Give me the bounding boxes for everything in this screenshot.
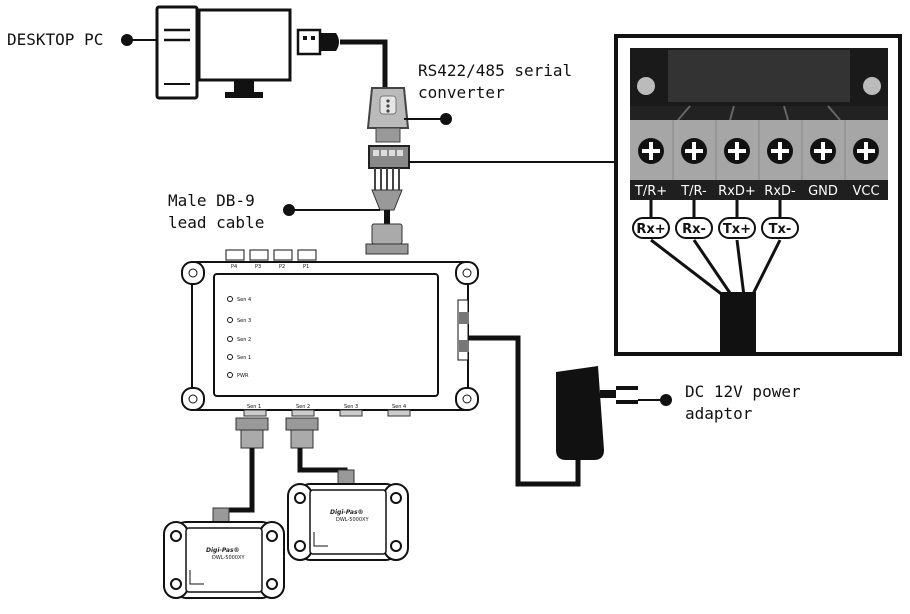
terminal-pin-label: T/R+: [634, 184, 667, 199]
top-port-label: P3: [255, 264, 261, 270]
terminal-pin-label: GND: [808, 184, 838, 199]
sensor-brand: Digi-Pas®: [206, 547, 240, 554]
wire-tag: Tx-: [761, 217, 799, 239]
terminal-screw-icon: [638, 138, 664, 164]
wire-signal-label: Tx+: [723, 222, 751, 237]
sensor-port-label: Sen 3: [344, 404, 358, 410]
indicator-label: Sen 2: [237, 337, 251, 343]
indicator-label: Sen 4: [237, 297, 251, 303]
terminal-pin-label: RxD-: [764, 184, 796, 199]
top-port-label: P1: [303, 264, 309, 270]
indicator-label: Sen 1: [237, 355, 251, 361]
terminal-pin-label: VCC: [852, 184, 879, 199]
indicator-label: Sen 3: [237, 318, 251, 324]
inclinometer-sensor: Digi-Pas® DWL-5000XY: [163, 507, 285, 599]
terminal-pin-label: RxD+: [718, 184, 756, 199]
db9-connector: [365, 223, 409, 255]
sensor-hub: [181, 261, 479, 411]
terminal-screw-icon: [681, 138, 707, 164]
hub-indicators: Sen 4 Sen 3 Sen 2 Sen 1 PWR: [227, 296, 251, 379]
wire-tag: Rx-: [675, 217, 713, 239]
sensor-port-label: Sen 2: [296, 404, 310, 410]
indicator-label: PWR: [237, 373, 249, 379]
wire-signal-label: Tx-: [769, 222, 792, 237]
wire-signal-label: Rx+: [636, 222, 665, 237]
wire-tag: Rx+: [632, 217, 670, 239]
usb-cable: [340, 39, 388, 88]
wire-signal-label: Rx-: [682, 222, 706, 237]
lead-cable-label: Male DB-9 lead cable: [168, 191, 265, 232]
serial-converter: [366, 87, 410, 211]
desktop-pc-icon: [155, 5, 292, 100]
hub-top-ports: P4 P3 P2 P1: [225, 249, 317, 270]
top-port-label: P2: [279, 264, 285, 270]
wire-tag: Tx+: [718, 217, 756, 239]
top-port-label: P4: [231, 264, 237, 270]
callout-leader: [283, 204, 380, 216]
sensor-port-label: Sen 1: [247, 404, 261, 410]
terminal-screw-icon: [724, 138, 750, 164]
terminal-screw-icon: [767, 138, 793, 164]
callout-leader: [121, 34, 157, 46]
terminal-block-zoom: T/R+ T/R- RxD+ RxD- GND VCC Rx+ Rx- Tx+ …: [614, 34, 902, 356]
callout-leader: [638, 394, 672, 406]
callout-leader: [404, 113, 452, 125]
sensor-port-label: Sen 4: [392, 404, 406, 410]
converter-label: RS422/485 serial converter: [418, 61, 573, 102]
sensor-brand: Digi-Pas®: [330, 509, 364, 516]
hub-bottom-ports: Sen 1 Sen 2 Sen 3 Sen 4: [235, 404, 411, 449]
sensor-model: DWL-5000XY: [336, 517, 369, 523]
power-adaptor-icon: [556, 366, 638, 460]
desktop-pc-label: DESKTOP PC: [7, 30, 104, 49]
terminal-pin-label: T/R-: [680, 184, 707, 199]
power-cable: [468, 335, 581, 487]
usb-plug-icon: [296, 28, 339, 56]
sensor-model: DWL-5000XY: [212, 555, 245, 561]
power-adaptor-label: DC 12V power adaptor: [685, 382, 801, 423]
terminal-screw-icon: [853, 138, 879, 164]
inclinometer-sensor: Digi-Pas® DWL-5000XY: [287, 469, 409, 561]
terminal-screw-icon: [810, 138, 836, 164]
